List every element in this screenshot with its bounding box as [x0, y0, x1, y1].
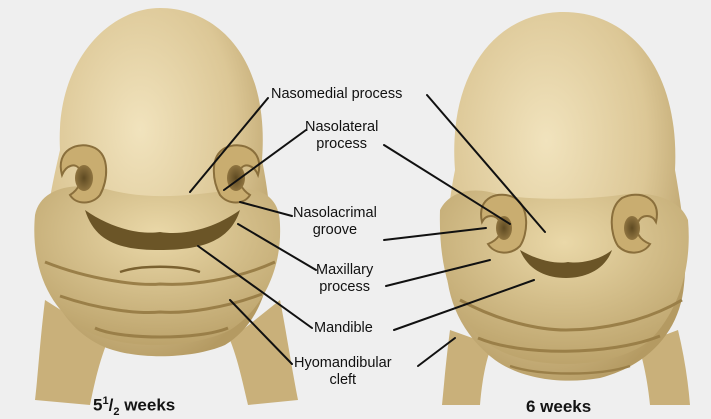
- caption-left-denominator: 2: [113, 406, 119, 418]
- label-nasolateral-process: Nasolateral process: [305, 119, 378, 153]
- label-nasomedial-process: Nasomedial process: [271, 86, 402, 103]
- label-nasolacrimal-line1: Nasolacrimal: [293, 205, 377, 222]
- label-mandible: Mandible: [314, 320, 373, 337]
- left-nasal-pit-right-depth: [227, 165, 245, 191]
- caption-6-weeks: 6 weeks: [526, 397, 591, 417]
- label-maxillary-line1: Maxillary: [316, 262, 373, 279]
- label-nasolacrimal-line2: groove: [293, 222, 377, 239]
- right-nasal-pit-right-depth: [624, 216, 640, 240]
- embryo-6-weeks: [440, 12, 690, 405]
- label-maxillary-process: Maxillary process: [316, 262, 373, 296]
- label-nasolacrimal-groove: Nasolacrimal groove: [293, 205, 377, 239]
- label-nasolateral-line2: process: [305, 136, 378, 153]
- caption-5-5-weeks: 51/2 weeks: [93, 395, 175, 418]
- left-nasal-pit-left-depth: [75, 165, 93, 191]
- caption-left-numerator: 1: [102, 395, 108, 407]
- label-hyomandibular-line1: Hyomandibular: [294, 355, 392, 372]
- label-nasolateral-line1: Nasolateral: [305, 119, 378, 136]
- label-hyomandibular-line2: cleft: [294, 372, 392, 389]
- label-hyomandibular-cleft: Hyomandibular cleft: [294, 355, 392, 389]
- caption-left-unit: weeks: [124, 396, 175, 415]
- label-maxillary-line2: process: [316, 279, 373, 296]
